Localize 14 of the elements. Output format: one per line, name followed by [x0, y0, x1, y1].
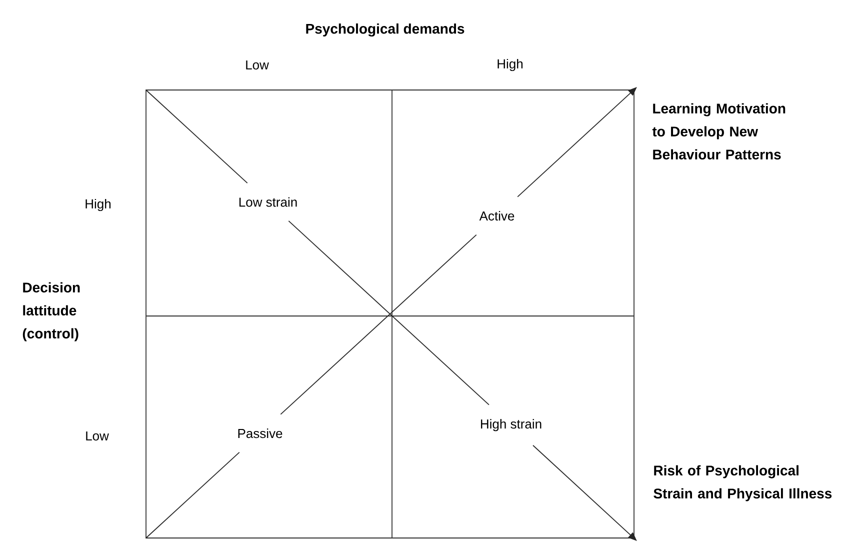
- axis-label: Low: [86, 431, 109, 441]
- axis-title: Psychological demands: [306, 23, 464, 37]
- outcome-text: Risk of Psychological Strain and Physical Illness: [654, 465, 832, 502]
- arrow: [517, 87, 637, 198]
- axis-title: Decision lattitude (control): [22, 282, 80, 342]
- axis-label: High: [498, 58, 523, 72]
- axis-label: High: [86, 198, 111, 212]
- quadrant-label: High strain: [481, 419, 542, 432]
- quadrant-label: Active: [479, 211, 514, 221]
- outcome-text: Learning Motivation to Develop New Behaviour Patterns: [652, 103, 786, 160]
- quadrant-label: Passive: [238, 428, 282, 438]
- quadrant-label: Low strain: [239, 197, 297, 207]
- arrow: [532, 444, 637, 541]
- axis-label: Low: [246, 60, 269, 70]
